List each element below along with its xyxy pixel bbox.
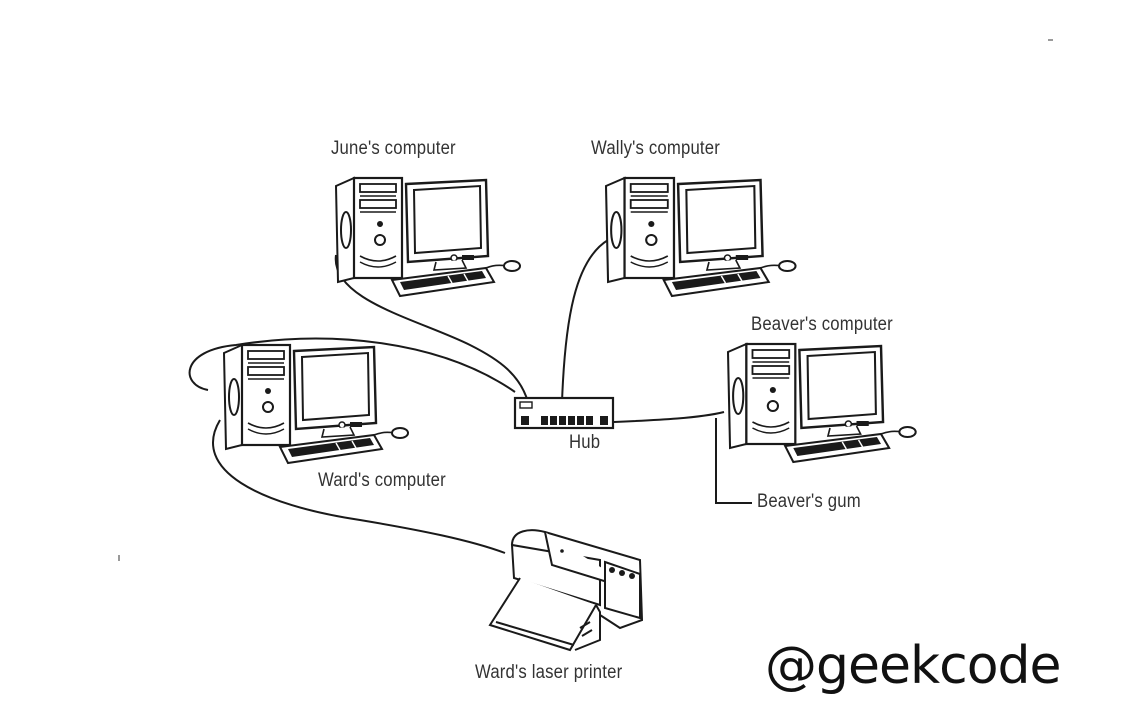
beaver-computer bbox=[726, 342, 917, 464]
ward-computer bbox=[222, 343, 410, 465]
cables bbox=[188, 239, 752, 554]
cable-june-hub bbox=[334, 254, 529, 403]
gum-leader-line bbox=[715, 418, 752, 504]
ward-computer-label: Ward's computer bbox=[318, 470, 446, 491]
watermark: @geekcode bbox=[765, 636, 1062, 696]
wally-computer bbox=[604, 176, 797, 298]
speck-mark bbox=[118, 555, 120, 561]
june-computer bbox=[334, 176, 522, 298]
beavers-gum-label: Beaver's gum bbox=[757, 491, 861, 512]
hub-device bbox=[513, 396, 615, 430]
cable-ward-printer bbox=[212, 419, 506, 554]
beaver-computer-label: Beaver's computer bbox=[751, 314, 893, 335]
june-computer-label: June's computer bbox=[331, 138, 456, 159]
hub-label: Hub bbox=[569, 432, 601, 453]
printer-label: Ward's laser printer bbox=[475, 662, 623, 683]
printer-device bbox=[488, 529, 644, 652]
wally-computer-label: Wally's computer bbox=[591, 138, 720, 159]
cable-ward-hub bbox=[188, 337, 516, 393]
cable-wally-hub bbox=[561, 239, 609, 403]
cable-beaver-hub bbox=[613, 411, 725, 423]
speck-mark bbox=[1048, 39, 1053, 41]
